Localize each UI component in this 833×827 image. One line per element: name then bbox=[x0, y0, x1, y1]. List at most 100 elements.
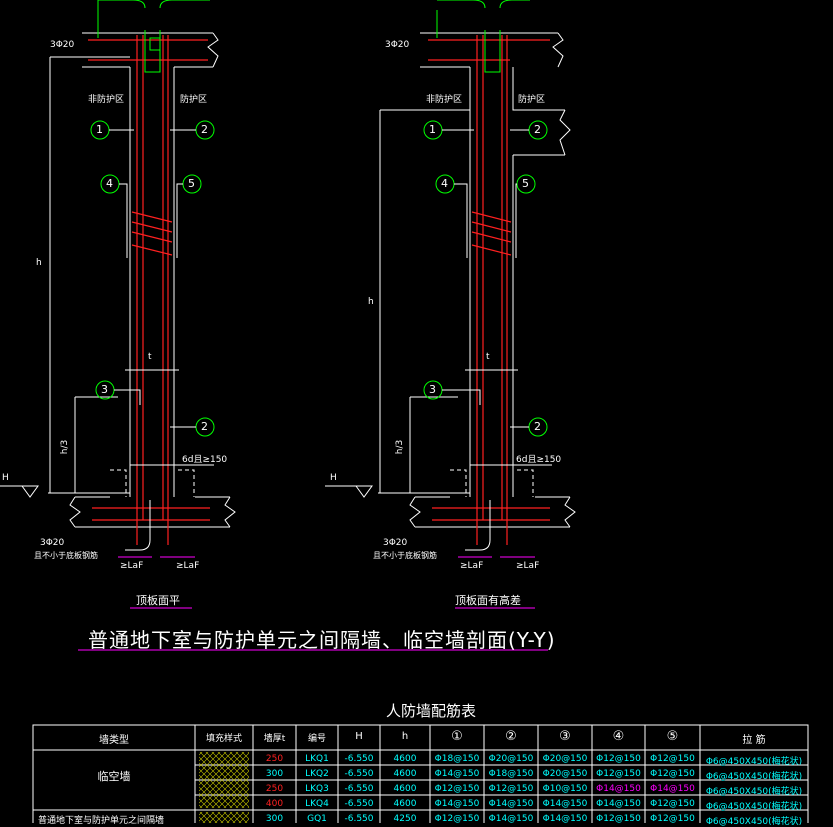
table-cell-code: LKQ1 bbox=[305, 754, 329, 764]
table-cell-c4: Φ14@150 bbox=[596, 799, 641, 809]
table-cell-H: -6.550 bbox=[344, 754, 374, 764]
table-cell-t: 300 bbox=[265, 769, 284, 779]
header-c2: ② bbox=[505, 729, 517, 744]
protected-label: 防护区 bbox=[180, 95, 208, 105]
table-cell-h: 4600 bbox=[393, 769, 417, 779]
table-cell-H: -6.550 bbox=[344, 769, 374, 779]
table-cell-c5: Φ14@150 bbox=[650, 784, 695, 794]
section-stepped-roof bbox=[325, 0, 576, 609]
rebar-table-grid bbox=[32, 724, 809, 823]
bar-note-bottom: 且不小于底板钢筋 bbox=[34, 551, 98, 560]
table-cell-t: 400 bbox=[265, 799, 284, 809]
laf-left: ≥LaF bbox=[120, 561, 144, 571]
header-c5: ⑤ bbox=[666, 729, 679, 744]
table-cell-c3: Φ14@150 bbox=[542, 799, 588, 809]
header-wall-type: 墙类型 bbox=[99, 735, 129, 746]
callout-5-s2: 5 bbox=[522, 177, 529, 190]
laf-right-s2: ≥LaF bbox=[516, 561, 540, 571]
table-cell-c4: Φ12@150 bbox=[596, 769, 641, 779]
header-h: h bbox=[401, 731, 409, 742]
table-cell-tie: Φ6@450X450(梅花状) bbox=[705, 757, 803, 767]
table-cell-c2: Φ14@150 bbox=[488, 799, 534, 809]
callout-4: 4 bbox=[106, 177, 113, 190]
table-cell-tie: Φ6@450X450(梅花状) bbox=[705, 787, 803, 797]
table-cell-c1: Φ12@150 bbox=[434, 814, 480, 824]
header-code: 编号 bbox=[307, 734, 326, 744]
table-cell-c1: Φ14@150 bbox=[434, 799, 480, 809]
table-cell-code: LKQ3 bbox=[305, 784, 329, 794]
header-c4: ④ bbox=[612, 729, 625, 744]
table-cell-code: LKQ2 bbox=[305, 769, 329, 779]
table-cell-t: 250 bbox=[265, 754, 284, 764]
table-cell-H: -6.550 bbox=[344, 784, 374, 794]
dim-h3: h/3 bbox=[60, 439, 71, 455]
elev-H-s2: H bbox=[330, 473, 337, 483]
table-cell-c1: Φ12@150 bbox=[434, 784, 480, 794]
header-thickness: 墙厚t bbox=[263, 734, 286, 744]
table-cell-c2: Φ20@150 bbox=[488, 754, 534, 764]
dim-h-s2: h bbox=[368, 297, 374, 307]
table-cell-code: GQ1 bbox=[307, 814, 327, 824]
bar-label-top-2: 3Φ20 bbox=[385, 40, 410, 50]
table-cell-c4: Φ14@150 bbox=[596, 784, 641, 794]
dim-6d: 6d且≥150 bbox=[182, 455, 228, 465]
callout-1-s2: 1 bbox=[429, 123, 436, 136]
table-cell-c1: Φ18@150 bbox=[434, 754, 480, 764]
table-cell-h: 4250 bbox=[393, 814, 417, 824]
section-subtitle-1: 顶板面平 bbox=[136, 594, 180, 607]
table-cell-t: 250 bbox=[265, 784, 284, 794]
main-title: 普通地下室与防护单元之间隔墙、临空墙剖面(Y-Y) bbox=[88, 628, 556, 652]
elev-H: H bbox=[2, 473, 9, 483]
table-cell-tie: Φ6@450X450(梅花状) bbox=[705, 802, 803, 812]
header-tie: 拉 筋 bbox=[742, 735, 766, 746]
table-cell-c5: Φ12@150 bbox=[650, 814, 695, 824]
table-cell-c3: Φ20@150 bbox=[542, 754, 588, 764]
header-fill: 填充样式 bbox=[205, 734, 242, 744]
bar-label-bottom: 3Φ20 bbox=[40, 538, 65, 548]
callout-2: 2 bbox=[201, 123, 208, 136]
non-protected-label-2: 非防护区 bbox=[426, 95, 463, 105]
group-name-1: 临空墙 bbox=[97, 770, 131, 783]
table-cell-H: -6.550 bbox=[344, 814, 374, 824]
table-cell-c1: Φ14@150 bbox=[434, 769, 480, 779]
table-cell-tie: Φ6@450X450(梅花状) bbox=[705, 817, 803, 827]
header-H: H bbox=[355, 731, 363, 742]
table-cell-c3: Φ20@150 bbox=[542, 769, 588, 779]
table-cell-c2: Φ12@150 bbox=[488, 784, 534, 794]
header-c3: ③ bbox=[559, 729, 571, 744]
table-cell-h: 4600 bbox=[393, 784, 417, 794]
bar-label-bottom-s2: 3Φ20 bbox=[383, 538, 408, 548]
section-flat-roof bbox=[0, 0, 236, 609]
table-title: 人防墙配筋表 bbox=[386, 702, 477, 720]
bar-note-bottom-s2: 且不小于底板钢筋 bbox=[373, 551, 437, 560]
table-cell-c5: Φ12@150 bbox=[650, 754, 695, 764]
callout-2b: 2 bbox=[201, 420, 208, 433]
callout-1: 1 bbox=[96, 123, 103, 136]
callout-3-s2: 3 bbox=[429, 383, 436, 396]
callout-2-s2: 2 bbox=[534, 123, 541, 136]
table-cell-c5: Φ12@150 bbox=[650, 799, 695, 809]
section-subtitle-2: 顶板面有高差 bbox=[455, 594, 521, 607]
table-cell-code: LKQ4 bbox=[305, 799, 329, 809]
table-cell-h: 4600 bbox=[393, 754, 417, 764]
group-name-2: 普通地下室与防护单元之间隔墙 bbox=[38, 816, 165, 826]
dim-h3-s2: h/3 bbox=[395, 439, 406, 455]
callout-2b-s2: 2 bbox=[534, 420, 541, 433]
table-cell-t: 300 bbox=[265, 814, 284, 824]
callout-4-s2: 4 bbox=[441, 177, 448, 190]
laf-left-s2: ≥LaF bbox=[460, 561, 484, 571]
dim-6d-s2: 6d且≥150 bbox=[516, 455, 562, 465]
table-cell-c4: Φ12@150 bbox=[596, 814, 641, 824]
table-cell-tie: Φ6@450X450(梅花状) bbox=[705, 772, 803, 782]
non-protected-label: 非防护区 bbox=[88, 95, 125, 105]
bar-label-top: 3Φ20 bbox=[50, 40, 75, 50]
protected-label-2: 防护区 bbox=[518, 95, 546, 105]
table-cell-c2: Φ14@150 bbox=[488, 814, 534, 824]
callout-5: 5 bbox=[188, 177, 195, 190]
dim-t: t bbox=[148, 352, 152, 362]
table-cell-c4: Φ12@150 bbox=[596, 754, 641, 764]
table-cell-h: 4600 bbox=[393, 799, 417, 809]
header-c1: ① bbox=[451, 729, 463, 744]
dim-h: h bbox=[36, 258, 42, 268]
